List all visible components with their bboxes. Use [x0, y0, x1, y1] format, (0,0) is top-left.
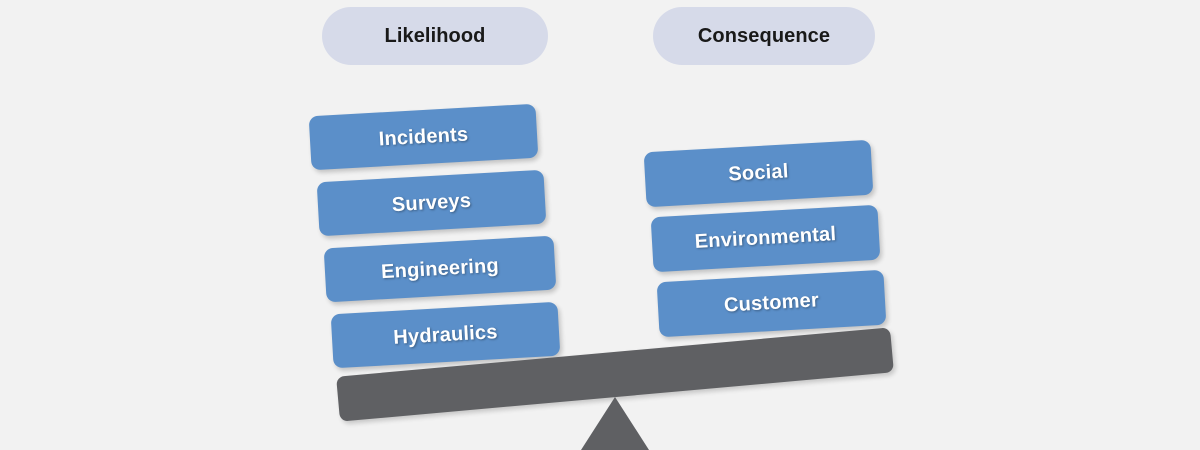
likelihood-tile-surveys-label: Surveys [391, 189, 472, 216]
consequence-tile-social[interactable]: Social [643, 139, 874, 208]
likelihood-tile-engineering-label: Engineering [380, 254, 500, 283]
likelihood-tile-hydraulics[interactable]: Hydraulics [330, 301, 561, 369]
consequence-header-label: Consequence [697, 24, 831, 47]
likelihood-tile-hydraulics-label: Hydraulics [392, 320, 499, 349]
consequence-tile-environmental-label: Environmental [694, 223, 837, 253]
likelihood-header-label: Likelihood [384, 24, 486, 47]
consequence-tile-customer-label: Customer [723, 289, 820, 317]
fulcrum-triangle-shape [581, 397, 649, 450]
fulcrum-triangle-icon [574, 396, 656, 450]
likelihood-tile-surveys[interactable]: Surveys [316, 169, 547, 237]
likelihood-tile-incidents[interactable]: Incidents [308, 103, 539, 171]
consequence-tile-customer[interactable]: Customer [656, 269, 887, 338]
consequence-tile-social-label: Social [727, 160, 790, 186]
likelihood-tile-incidents-label: Incidents [378, 123, 469, 150]
likelihood-tile-engineering[interactable]: Engineering [323, 235, 557, 303]
likelihood-header-pill[interactable]: Likelihood [322, 7, 548, 65]
consequence-header-pill[interactable]: Consequence [653, 7, 875, 65]
consequence-tile-environmental[interactable]: Environmental [650, 204, 881, 273]
